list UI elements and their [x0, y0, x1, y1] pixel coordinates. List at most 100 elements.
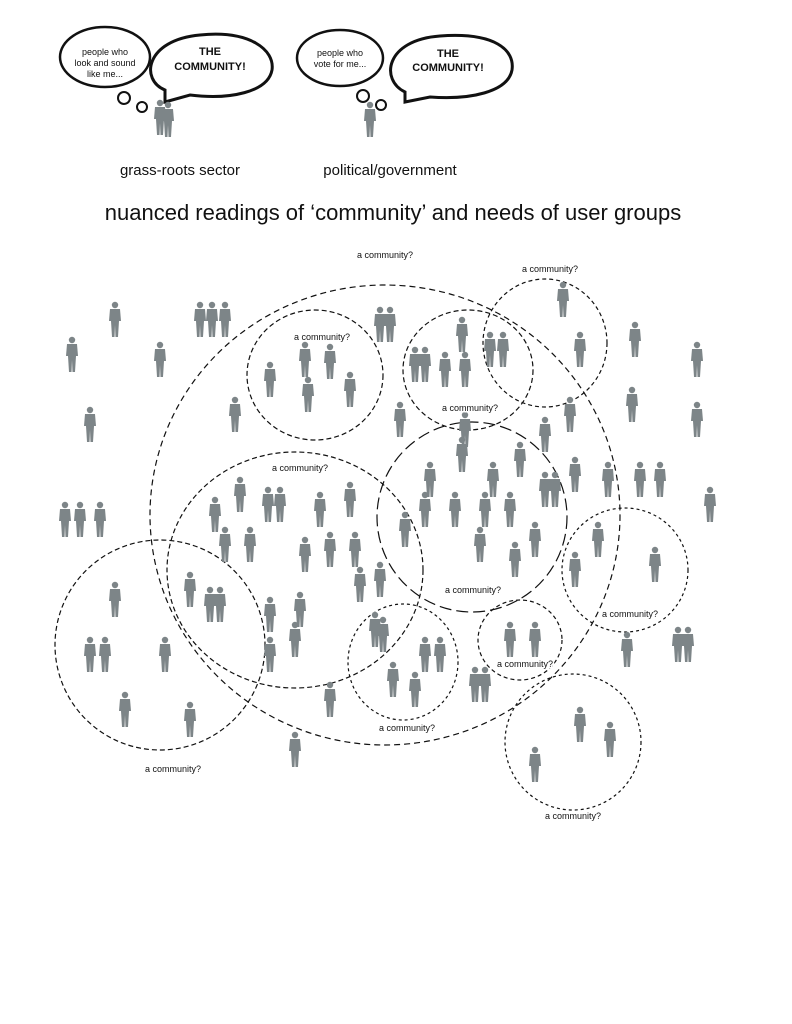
person-silhouette-icon	[691, 401, 703, 437]
person-silhouette-icon	[604, 721, 616, 757]
person-silhouette-icon	[344, 481, 356, 517]
person-silhouette-icon	[564, 396, 576, 432]
person-silhouette-icon	[419, 346, 431, 382]
person-silhouette-icon	[409, 671, 421, 707]
person-silhouette-icon	[234, 476, 246, 512]
person-silhouette-icon	[574, 706, 586, 742]
grassroots-caption: grass-roots sector	[120, 162, 240, 179]
person-silhouette-icon	[509, 541, 521, 577]
person-silhouette-icon	[299, 536, 311, 572]
person-silhouette-icon	[592, 521, 604, 557]
person-silhouette-icon	[497, 331, 509, 367]
person-silhouette-icon	[691, 341, 703, 377]
person-silhouette-icon	[549, 471, 561, 507]
person-silhouette-icon	[184, 701, 196, 737]
person-silhouette-icon	[159, 636, 171, 672]
community-label: a community?	[602, 609, 658, 619]
person-silhouette-icon	[119, 691, 131, 727]
person-silhouette-icon	[206, 301, 218, 337]
person-silhouette-icon	[387, 661, 399, 697]
person-silhouette-icon	[374, 306, 386, 342]
person-silhouette-icon	[621, 631, 633, 667]
person-silhouette-icon	[514, 441, 526, 477]
person-silhouette-icon	[529, 521, 541, 557]
community-label: a community?	[497, 659, 553, 669]
person-silhouette-icon	[344, 371, 356, 407]
community-label: a community?	[522, 264, 578, 274]
person-silhouette-icon	[487, 461, 499, 497]
person-silhouette-icon	[672, 626, 684, 662]
person-silhouette-icon	[569, 456, 581, 492]
political-caption: political/government	[323, 162, 457, 179]
person-silhouette-icon	[324, 531, 336, 567]
person-silhouette-icon	[314, 491, 326, 527]
person-silhouette-icon	[204, 586, 216, 622]
community-circle	[347, 603, 459, 721]
person-silhouette-icon	[74, 501, 86, 537]
person-silhouette-icon	[264, 361, 276, 397]
person-silhouette-icon	[602, 461, 614, 497]
person-silhouette-icon	[109, 301, 121, 337]
community-label: a community?	[379, 723, 435, 733]
person-silhouette-icon	[109, 581, 121, 617]
community-circle	[477, 599, 563, 681]
person-silhouette-icon	[94, 501, 106, 537]
person-silhouette-icon	[456, 436, 468, 472]
person-silhouette-icon	[264, 636, 276, 672]
person-silhouette-icon	[364, 101, 376, 137]
person-silhouette-icon	[459, 351, 471, 387]
person-silhouette-icon	[354, 566, 366, 602]
person-silhouette-icon	[229, 396, 241, 432]
person-silhouette-icon	[209, 496, 221, 532]
person-silhouette-icon	[399, 511, 411, 547]
person-silhouette-icon	[539, 471, 551, 507]
person-silhouette-icon	[59, 501, 71, 537]
person-silhouette-icon	[374, 561, 386, 597]
person-silhouette-icon	[626, 386, 638, 422]
person-silhouette-icon	[349, 531, 361, 567]
person-silhouette-icon	[529, 621, 541, 657]
person-silhouette-icon	[569, 551, 581, 587]
person-silhouette-icon	[449, 491, 461, 527]
person-silhouette-icon	[504, 491, 516, 527]
person-silhouette-icon	[99, 636, 111, 672]
person-silhouette-icon	[274, 486, 286, 522]
person-silhouette-icon	[419, 491, 431, 527]
person-silhouette-icon	[634, 461, 646, 497]
person-silhouette-icon	[324, 343, 336, 379]
person-silhouette-icon	[484, 331, 496, 367]
person-silhouette-icon	[629, 321, 641, 357]
person-silhouette-icon	[409, 346, 421, 382]
person-silhouette-icon	[262, 486, 274, 522]
person-silhouette-icon	[474, 526, 486, 562]
diagram-title: nuanced readings of ‘community’ and need…	[105, 200, 681, 225]
person-silhouette-icon	[377, 616, 389, 652]
person-silhouette-icon	[214, 586, 226, 622]
community-label: a community?	[445, 585, 501, 595]
community-circle	[504, 673, 642, 811]
community-circle	[166, 451, 424, 689]
person-silhouette-icon	[324, 681, 336, 717]
person-silhouette-icon	[394, 401, 406, 437]
person-silhouette-icon	[682, 626, 694, 662]
person-silhouette-icon	[424, 461, 436, 497]
person-silhouette-icon	[264, 596, 276, 632]
person-silhouette-icon	[574, 331, 586, 367]
person-silhouette-icon	[439, 351, 451, 387]
person-silhouette-icon	[154, 341, 166, 377]
person-silhouette-icon	[194, 301, 206, 337]
person-silhouette-icon	[294, 591, 306, 627]
community-circle	[149, 284, 621, 746]
person-silhouette-icon	[302, 376, 314, 412]
person-silhouette-icon	[557, 281, 569, 317]
community-label: a community?	[145, 764, 201, 774]
person-silhouette-icon	[504, 621, 516, 657]
community-label: a community?	[272, 463, 328, 473]
person-silhouette-icon	[654, 461, 666, 497]
person-silhouette-icon	[479, 666, 491, 702]
person-silhouette-icon	[162, 101, 174, 137]
